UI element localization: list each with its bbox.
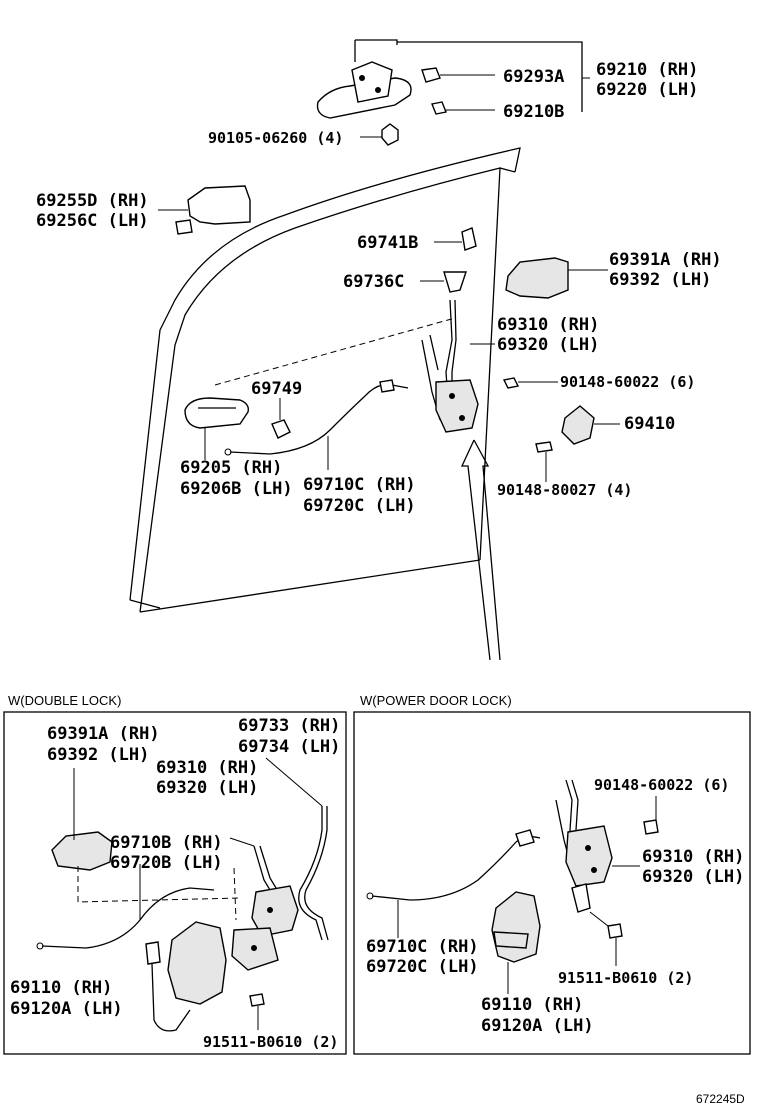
figure-code: 672245D [696,1092,745,1106]
pl-lock [565,825,640,913]
clip-69749 [271,398,291,439]
pl-screw-90148 [643,796,659,835]
pl-label-90148: 90148-60022 (6) [594,776,729,794]
dl-screw [249,993,265,1030]
label-90148-80027: 90148-80027 (4) [497,481,632,499]
label-69741B: 69741B [357,233,418,253]
label-69720C: 69720C (LH) [303,496,416,516]
direction-arrow [460,439,501,661]
label-69749: 69749 [251,379,302,399]
pl-actuator-69110 [491,891,541,994]
label-90105: 90105-06260 (4) [208,129,343,147]
pl-label-69720C: 69720C (LH) [366,957,479,977]
outside-handle [316,39,583,119]
panel-power-lock-frame [353,711,751,1055]
screw-90148-a [502,377,558,389]
cover-69391A [505,257,608,299]
label-69310: 69310 (RH) [497,315,599,335]
dl-label-69734: 69734 (LH) [238,737,340,757]
dl-lock [231,885,299,971]
dl-label-69320: 69320 (LH) [156,778,258,798]
label-90148-60022: 90148-60022 (6) [560,373,695,391]
label-69410: 69410 [624,414,675,434]
label-69320: 69320 (LH) [497,335,599,355]
door-lock-assembly [421,299,495,433]
door-outline [129,147,521,613]
dl-actuator-69110 [145,867,237,1032]
handle-screw-69293A [421,67,495,83]
title-double-lock: W(DOUBLE LOCK) [8,693,121,708]
inside-handle-69205 [184,397,250,460]
label-69205: 69205 (RH) [180,458,282,478]
lock-cover-69255D [158,185,251,235]
panel-double-lock-frame [3,711,347,1055]
dl-dashline [77,866,241,903]
title-power-door-lock: W(POWER DOOR LOCK) [360,693,512,708]
cable-69710C [224,379,409,470]
pl-label-69710C: 69710C (RH) [366,937,479,957]
clip-69736C [420,271,467,293]
dl-label-69120A: 69120A (LH) [10,999,123,1019]
dl-label-69310: 69310 (RH) [156,758,258,778]
dl-cover [51,768,113,871]
dl-cable [36,864,215,950]
pl-label-69320: 69320 (LH) [642,867,744,887]
handle-pad-69210B [431,101,495,115]
label-69210-rh: 69210 (RH) [596,60,698,80]
label-69210B: 69210B [503,102,564,122]
label-69392: 69392 (LH) [609,270,711,290]
label-69256C: 69256C (LH) [36,211,149,231]
dl-label-91511: 91511-B0610 (2) [203,1033,338,1051]
pl-label-69310: 69310 (RH) [642,847,744,867]
dl-label-69392: 69392 (LH) [47,745,149,765]
dl-label-69391A: 69391A (RH) [47,724,160,744]
screw-90148-b [535,441,553,482]
bolt-90105 [360,123,399,146]
label-69255D: 69255D (RH) [36,191,149,211]
clip-69741B [434,227,477,251]
pl-label-69110: 69110 (RH) [481,995,583,1015]
dl-label-69110: 69110 (RH) [10,978,112,998]
pl-label-91511: 91511-B0610 (2) [558,969,693,987]
label-69206B: 69206B (LH) [180,479,293,499]
label-69391A: 69391A (RH) [609,250,722,270]
label-69220-lh: 69220 (LH) [596,80,698,100]
dl-label-69720B: 69720B (LH) [110,853,223,873]
pl-screw-91511 [589,911,623,966]
dl-label-69733: 69733 (RH) [238,716,340,736]
striker-69410 [561,405,620,445]
label-69293A: 69293A [503,67,564,87]
dl-label-69710B: 69710B (RH) [110,833,223,853]
pl-cable [366,829,541,938]
pl-label-69120A: 69120A (LH) [481,1016,594,1036]
label-69736C: 69736C [343,272,404,292]
label-69710C: 69710C (RH) [303,475,416,495]
